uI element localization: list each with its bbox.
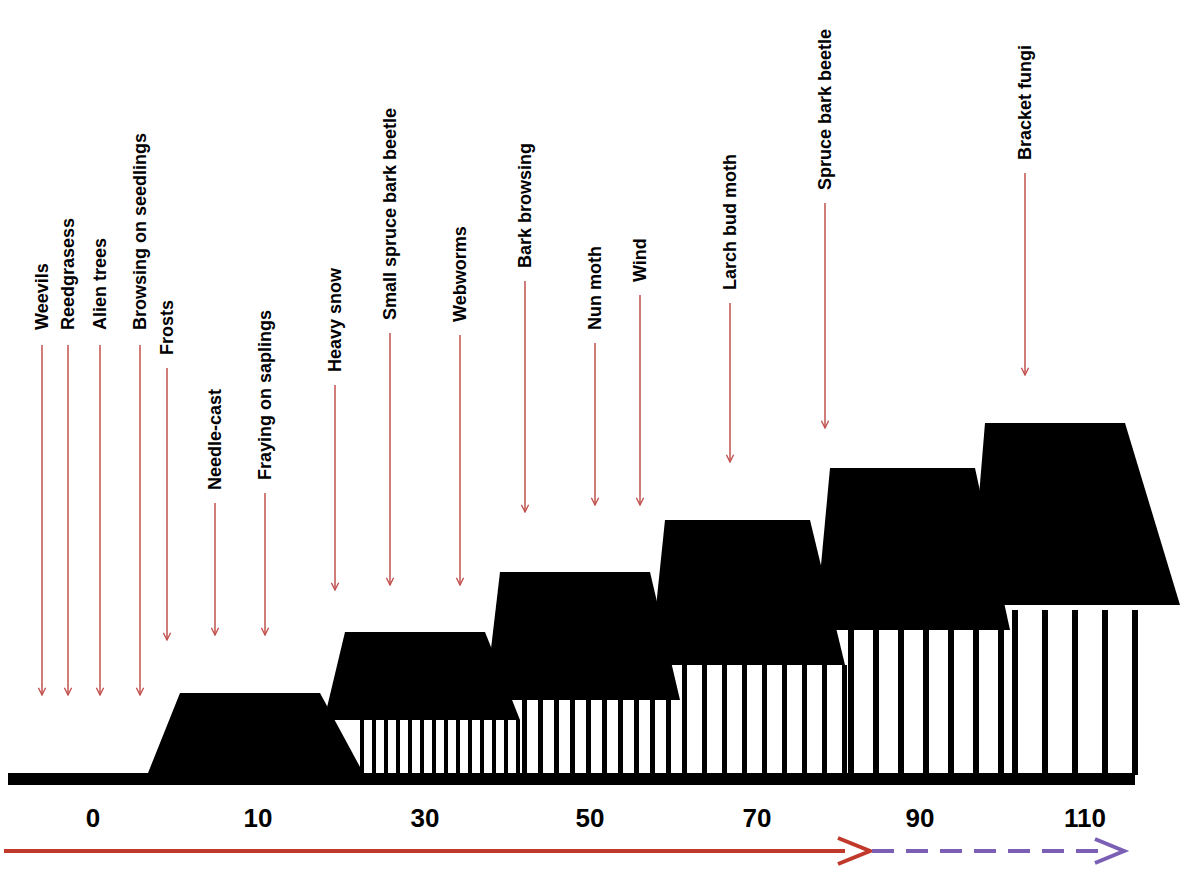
age-number: 70 xyxy=(743,803,772,833)
trunk xyxy=(782,665,787,775)
trunk xyxy=(948,630,954,775)
trunk xyxy=(842,665,847,775)
trunk xyxy=(480,720,484,775)
axis-head xyxy=(838,838,870,864)
trunk xyxy=(848,630,854,775)
trunk xyxy=(1132,610,1138,775)
hazard-arrow xyxy=(264,493,266,635)
hazard-label: Weevils xyxy=(31,263,53,330)
trunk xyxy=(822,665,827,775)
trunk xyxy=(456,720,460,775)
hazard-label: Small spruce bark beetle xyxy=(379,108,401,320)
trunk xyxy=(396,720,400,775)
trunk xyxy=(1072,610,1078,775)
hazard-label: Needle-cast xyxy=(204,389,226,490)
trunk xyxy=(873,630,879,775)
hazard-label: Spruce bark beetle xyxy=(814,29,836,190)
trunk xyxy=(702,665,707,775)
age-number: 90 xyxy=(906,803,935,833)
trunk xyxy=(634,700,639,775)
hazard-arrow xyxy=(67,345,69,695)
hazard-arrow xyxy=(459,335,461,585)
trunk xyxy=(762,665,767,775)
trunk xyxy=(408,720,412,775)
hazard-arrow xyxy=(524,281,526,512)
hazard-label: Frosts xyxy=(156,300,178,355)
hazard-arrow xyxy=(639,295,641,505)
hazard-arrow xyxy=(139,345,141,695)
trunk xyxy=(504,720,508,775)
trunk xyxy=(602,700,607,775)
hazard-arrow xyxy=(594,343,596,505)
trunk xyxy=(973,630,979,775)
hazard-label: Larch bud moth xyxy=(719,154,741,290)
hazard-label: Reedgrasess xyxy=(57,218,79,330)
age-number: 10 xyxy=(244,803,273,833)
trunk xyxy=(444,720,448,775)
axis-line xyxy=(4,849,845,853)
trunk xyxy=(802,665,807,775)
trunk xyxy=(618,700,623,775)
trunk xyxy=(420,720,424,775)
trunk xyxy=(722,665,727,775)
age-number: 110 xyxy=(1064,803,1106,833)
age-number: 0 xyxy=(86,803,100,833)
hazard-arrow xyxy=(99,345,101,695)
trunk xyxy=(666,700,671,775)
trunk xyxy=(1042,610,1048,775)
time-axis xyxy=(4,838,1124,864)
hazard-label: Wind xyxy=(629,238,651,282)
trunk xyxy=(360,720,364,775)
trunk xyxy=(1012,610,1018,775)
trunk xyxy=(384,720,388,775)
axis-dashed-line xyxy=(872,849,1105,853)
trunk xyxy=(898,630,904,775)
trunk xyxy=(372,720,376,775)
trunk xyxy=(682,665,687,775)
hazard-label: Heavy snow xyxy=(324,268,346,372)
hazard-arrow xyxy=(41,345,43,695)
trunk xyxy=(650,700,655,775)
crown xyxy=(650,520,845,665)
hazard-label: Nun moth xyxy=(584,246,606,330)
trunk xyxy=(516,720,520,775)
trunk xyxy=(586,700,591,775)
hazard-label: Bark browsing xyxy=(514,143,536,268)
trunk xyxy=(522,700,527,775)
trunk xyxy=(1102,610,1108,775)
crown xyxy=(970,423,1180,605)
hazard-label: Alien trees xyxy=(89,238,111,330)
hazard-arrow xyxy=(166,368,168,640)
hazard-label: Browsing on seedlings xyxy=(129,133,151,330)
age-number: 50 xyxy=(576,803,605,833)
trunk xyxy=(538,700,543,775)
trunk xyxy=(570,700,575,775)
hazard-arrow xyxy=(214,503,216,635)
hazard-arrow xyxy=(729,303,731,462)
trunk xyxy=(742,665,747,775)
trunk xyxy=(492,720,496,775)
hazard-label: Webworms xyxy=(449,226,471,322)
hazard-arrow xyxy=(1024,173,1026,375)
trunk xyxy=(432,720,436,775)
hazard-arrow xyxy=(389,333,391,585)
trunk xyxy=(468,720,472,775)
hazard-label: Fraying on saplings xyxy=(254,310,276,480)
axis-dashed-head xyxy=(1095,839,1124,863)
hazard-label: Bracket fungi xyxy=(1014,45,1036,160)
trunk xyxy=(923,630,929,775)
age-number: 30 xyxy=(411,803,440,833)
trunk xyxy=(554,700,559,775)
crown xyxy=(485,572,680,700)
hazard-arrow xyxy=(334,385,336,590)
trunk xyxy=(998,630,1004,775)
hazard-arrow xyxy=(824,203,826,428)
